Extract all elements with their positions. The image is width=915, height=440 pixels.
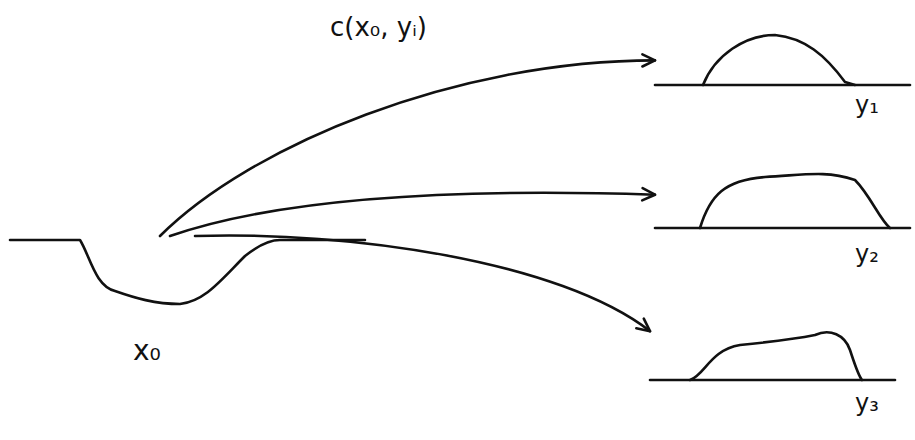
arrow-curve	[170, 193, 655, 236]
variable-label: y₃	[855, 390, 879, 416]
arrow-head	[642, 54, 655, 66]
arrow-head	[642, 188, 655, 200]
arrow-curve	[195, 235, 650, 331]
arrow-head	[636, 319, 650, 332]
sketch-stroke	[655, 84, 910, 87]
transport-arrow	[195, 235, 650, 331]
target-mound: y₁	[655, 30, 910, 125]
sketch-stroke	[690, 332, 862, 380]
transport-arrow	[160, 54, 655, 236]
sketch-stroke	[10, 240, 365, 304]
sketch-stroke	[655, 227, 910, 230]
variable-label: y₂	[855, 241, 879, 267]
variable-label: y₁	[855, 92, 879, 118]
sketch-stroke	[650, 379, 895, 382]
transport-arrow	[170, 188, 655, 236]
source-pit: x₀	[5, 236, 370, 376]
variable-label: x₀	[133, 336, 161, 367]
sketch-stroke	[703, 35, 855, 85]
target-mound: y₂	[655, 165, 910, 275]
target-mound: y₃	[650, 320, 900, 432]
cost-label: c(x₀, yᵢ)	[330, 12, 427, 42]
sketch-stroke	[700, 174, 890, 228]
hand-drawn-outline	[5, 236, 370, 376]
arrow-curve	[160, 60, 655, 236]
